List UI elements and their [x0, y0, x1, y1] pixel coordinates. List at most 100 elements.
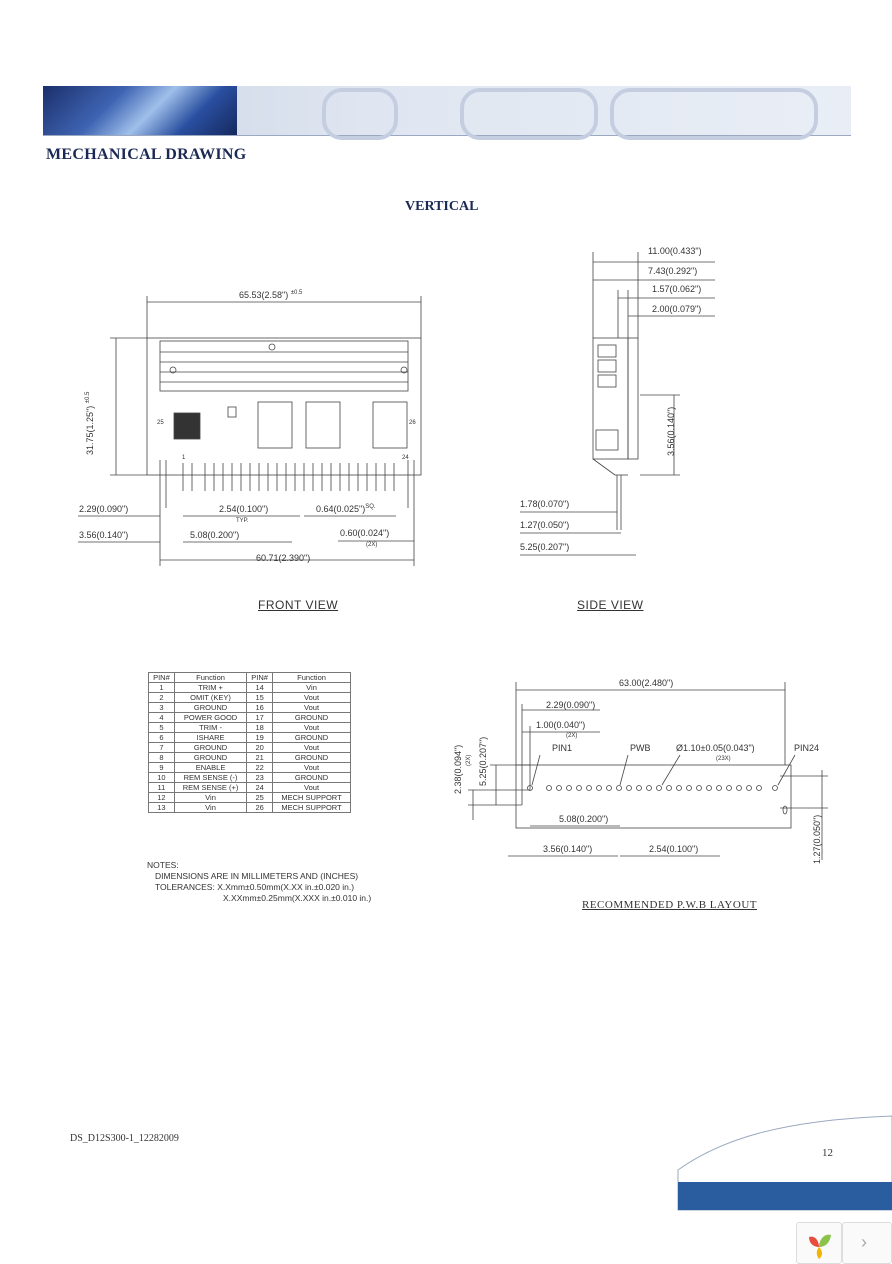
table-cell: 19 [246, 732, 274, 743]
table-cell: GROUND [173, 702, 248, 713]
footer-bar [678, 1182, 892, 1210]
dim-pwb-v1: 2.38(0.094") [453, 744, 463, 794]
table-cell: 2 [148, 692, 175, 703]
dim-front-pitch-note: TYP. [236, 518, 249, 524]
dim-front-bottom-width: 60.71(2.390") [256, 553, 311, 563]
table-cell: 4 [148, 712, 175, 723]
table-cell: Vout [272, 742, 351, 753]
table-header-row: PIN# Function PIN# Function [148, 672, 351, 683]
table-cell: Vin [173, 792, 248, 803]
table-cell: GROUND [272, 712, 351, 723]
pin-label-25: 25 [157, 420, 164, 426]
notes-heading: NOTES: [147, 860, 179, 870]
dim-front-height: 31.75(1.25") ±0.5 [85, 391, 95, 455]
dim-pwb-e: 2.54(0.100") [649, 844, 699, 854]
pin-label-26: 26 [409, 420, 416, 426]
table-cell: Vout [272, 782, 351, 793]
banner-logo-mark [322, 88, 398, 140]
dim-side-s8: 5.25(0.207") [520, 542, 570, 552]
table-cell: GROUND [272, 732, 351, 743]
table-cell: 21 [246, 752, 274, 763]
viewer-logo-button[interactable] [796, 1222, 842, 1264]
table-cell: 17 [246, 712, 274, 723]
dim-front-d6-note: (2X) [366, 542, 378, 548]
pwb-label-pwb: PWB [630, 743, 651, 753]
table-header: PIN# [246, 672, 274, 683]
dim-front-pin-size: 0.64(0.025")SQ. [316, 504, 376, 514]
dim-pwb-f: 1.27(0.050") [812, 814, 822, 864]
table-cell: ENABLE [173, 762, 248, 773]
banner-logo-mark [610, 88, 818, 140]
table-cell: GROUND [173, 752, 248, 763]
dim-pwb-v2: 5.25(0.207") [478, 736, 488, 786]
dim-front-d1: 2.29(0.090") [79, 504, 129, 514]
dim-side-s6: 1.78(0.070") [520, 499, 570, 509]
dim-front-d5: 5.08(0.200") [190, 530, 240, 540]
notes-line: DIMENSIONS ARE IN MILLIMETERS AND (INCHE… [155, 871, 359, 881]
pin-label-1: 1 [182, 455, 186, 461]
table-cell: 8 [148, 752, 175, 763]
dim-front-d6: 0.60(0.024") [340, 528, 390, 538]
section-subtitle: VERTICAL [405, 199, 479, 214]
table-cell: 20 [246, 742, 274, 753]
table-cell: 15 [246, 692, 274, 703]
page-number: 12 [822, 1147, 833, 1159]
dim-pwb-c: 5.08(0.200") [559, 814, 609, 824]
table-cell: 26 [246, 802, 274, 813]
table-cell: Vout [272, 692, 351, 703]
table-cell: Vout [272, 722, 351, 733]
table-cell: Vout [272, 702, 351, 713]
dim-pwb-width: 63.00(2.480") [619, 678, 674, 688]
banner-image [43, 86, 237, 135]
table-cell: 1 [148, 682, 175, 693]
pwb-layout-caption: RECOMMENDED P.W.B LAYOUT [582, 899, 757, 911]
table-cell: 9 [148, 762, 175, 773]
dim-side-s4: 2.00(0.079") [652, 304, 702, 314]
table-cell: 13 [148, 802, 175, 813]
dim-front-pitch: 2.54(0.100") [219, 504, 269, 514]
pwb-label-pin24: PIN24 [794, 743, 820, 753]
page-title: MECHANICAL DRAWING [46, 146, 247, 163]
table-cell: Vout [272, 762, 351, 773]
table-cell: Vin [272, 682, 351, 693]
front-view-caption: FRONT VIEW [258, 598, 339, 612]
table-cell: OMIT (KEY) [173, 692, 248, 703]
table-cell: 18 [246, 722, 274, 733]
table-cell: 25 [246, 792, 274, 803]
banner-logo-mark [460, 88, 598, 140]
dim-side-s2: 7.43(0.292") [648, 266, 698, 276]
dim-side-s7: 1.27(0.050") [520, 520, 570, 530]
notes-line: TOLERANCES: X.Xmm±0.50mm(X.XX in.±0.020 … [155, 882, 355, 892]
table-cell: MECH SUPPORT [272, 792, 351, 803]
dim-pwb-b: 1.00(0.040") [536, 720, 586, 730]
dim-pwb-hole-note: (23X) [716, 756, 731, 762]
dim-front-width: 65.53(2.58") ±0.5 [239, 290, 303, 300]
chevron-right-icon: › [861, 1232, 867, 1252]
dim-side-s5: 3.56(0.140") [666, 406, 676, 456]
table-header: Function [272, 672, 351, 683]
table-cell: MECH SUPPORT [272, 802, 351, 813]
table-cell: TRIM - [173, 722, 248, 733]
table-cell: ISHARE [173, 732, 248, 743]
dim-pwb-d: 3.56(0.140") [543, 844, 593, 854]
side-view-caption: SIDE VIEW [577, 598, 644, 612]
table-header: PIN# [148, 672, 175, 683]
table-cell: Vin [173, 802, 248, 813]
table-cell: 23 [246, 772, 274, 783]
dim-side-s3: 1.57(0.062") [652, 284, 702, 294]
notes-line: X.XXmm±0.25mm(X.XXX in.±0.010 in.) [223, 893, 372, 903]
next-page-button[interactable]: › [842, 1222, 892, 1264]
document-code: DS_D12S300-1_12282009 [70, 1133, 179, 1144]
